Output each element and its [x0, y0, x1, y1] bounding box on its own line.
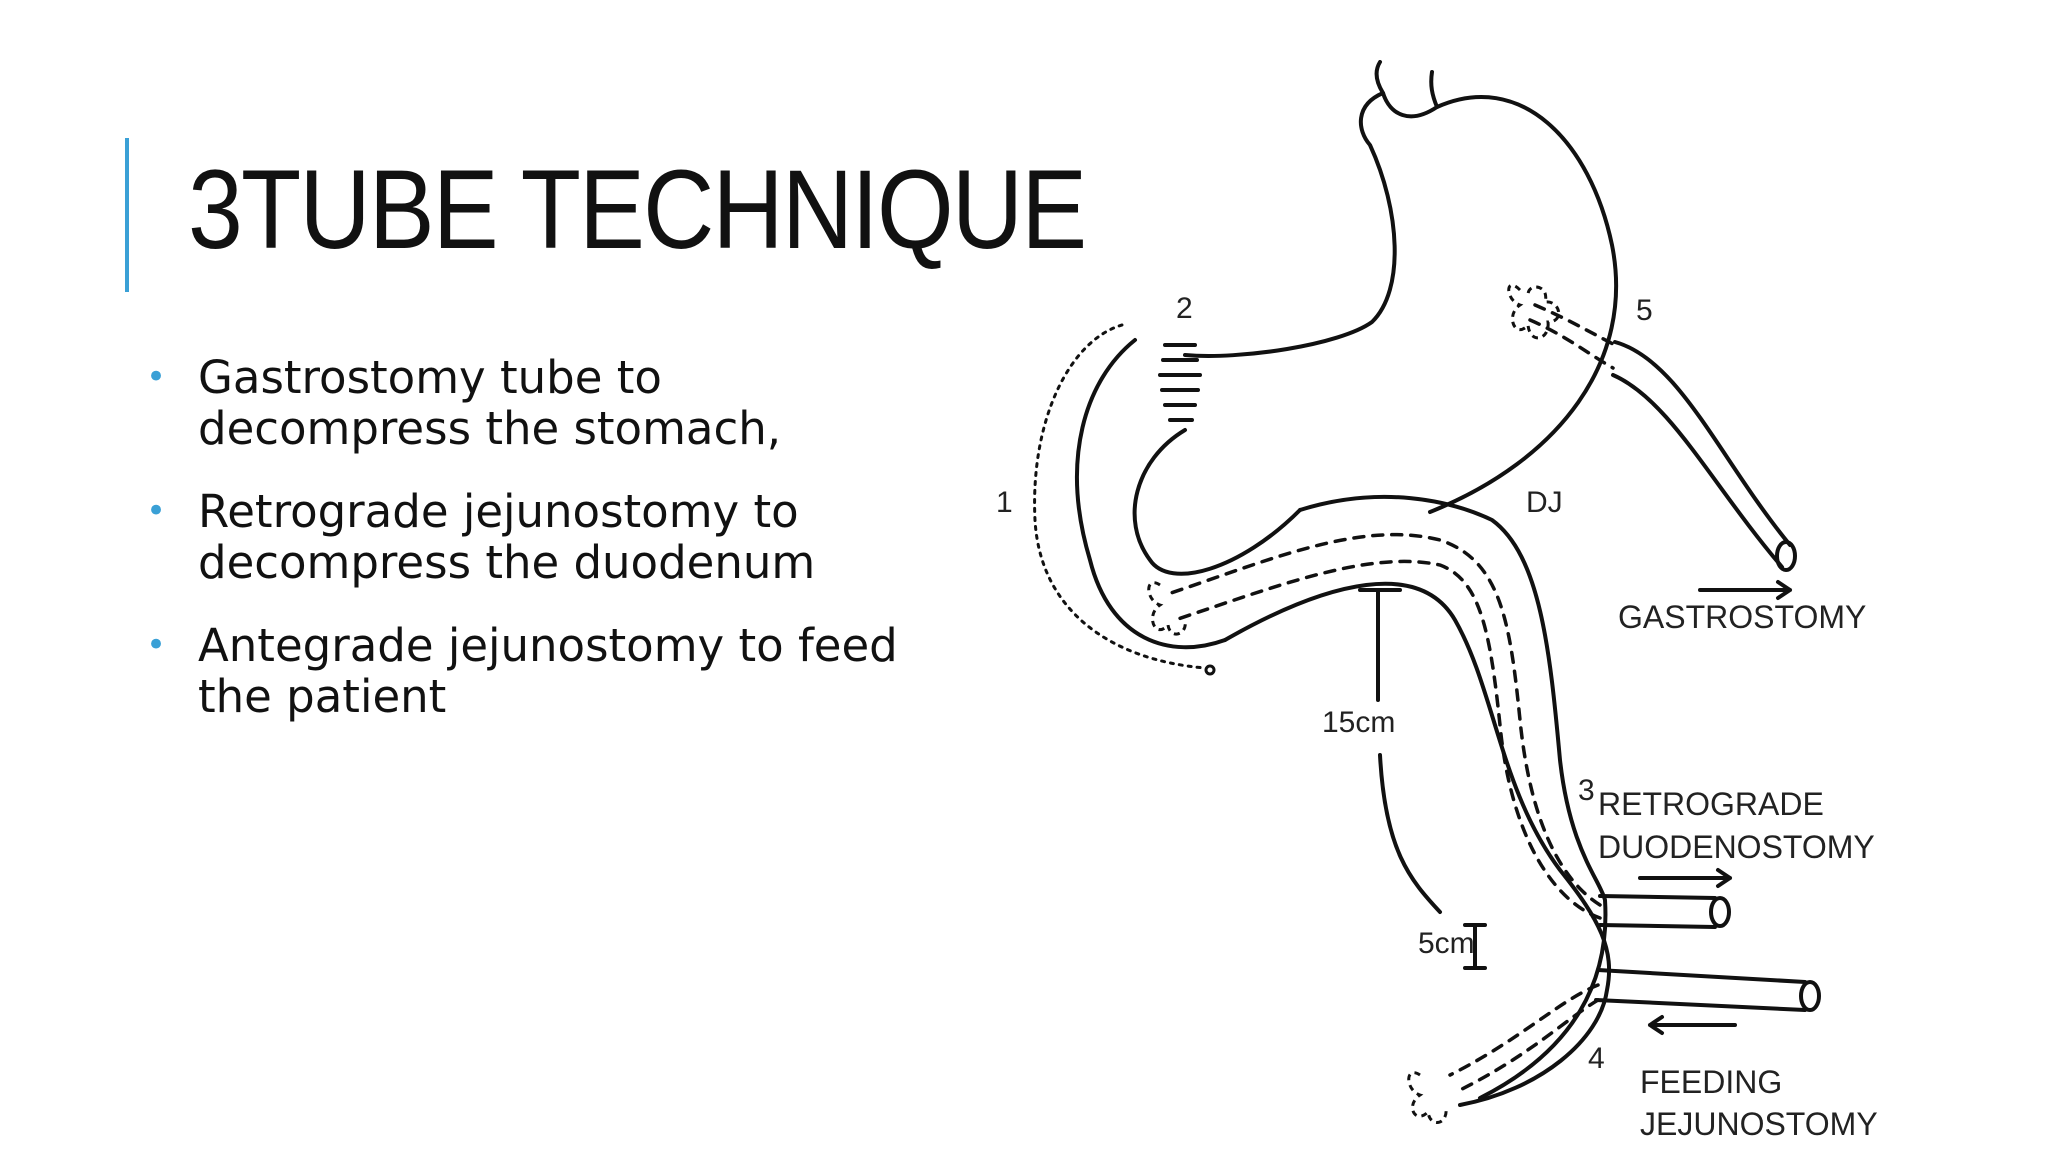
pylorus-sutures — [1158, 343, 1202, 422]
retrograde-tube — [1598, 894, 1717, 929]
bullet-item: • Retrograde jejunostomy to decompress t… — [146, 486, 946, 588]
label-gastrostomy: GASTROSTOMY — [1618, 599, 1866, 635]
retrograde-tube-end — [1709, 896, 1731, 928]
bullet-text: Gastrostomy tube to decompress the stoma… — [198, 351, 782, 455]
measure-5cm-line — [1463, 923, 1487, 970]
jejunal-mushroom-tip — [1407, 1071, 1448, 1124]
label-3: 3 — [1578, 774, 1595, 807]
retrograde-arrow — [1638, 868, 1732, 888]
bullet-text: Retrograde jejunostomy to decompress the… — [198, 485, 816, 589]
label-4: 4 — [1588, 1042, 1605, 1075]
label-5cm: 5cm — [1418, 927, 1475, 960]
label-1: 1 — [996, 486, 1013, 519]
gastrostomy-tube — [1611, 340, 1792, 569]
dotted-trajectory — [1033, 323, 1207, 670]
gastrostomy-tube-end — [1775, 540, 1797, 572]
bullet-dot-icon: • — [146, 357, 167, 397]
slide-title: 3TUBE TECHNIQUE — [188, 147, 1087, 272]
label-15cm: 15cm — [1322, 706, 1395, 739]
label-jejunostomy: JEJUNOSTOMY — [1640, 1106, 1878, 1142]
duodenal-mushroom-tip — [1147, 581, 1187, 636]
duodenum-outer — [1075, 338, 1227, 650]
bullet-item: • Antegrade jejunostomy to feed the pati… — [146, 620, 946, 722]
gastrostomy-tube-lumen-2 — [1528, 318, 1615, 370]
label-feeding: FEEDING — [1640, 1064, 1782, 1100]
feeding-tube — [1594, 968, 1807, 1012]
retrograde-tube-lumen-2 — [1173, 559, 1602, 920]
label-dj: DJ — [1526, 486, 1563, 519]
bullet-dot-icon: • — [146, 491, 167, 531]
esophagus — [1374, 60, 1439, 109]
label-2: 2 — [1176, 292, 1193, 325]
label-5: 5 — [1636, 294, 1653, 327]
feeding-tube-lumen-2 — [1458, 998, 1600, 1092]
measure-15cm-line — [1358, 588, 1402, 702]
dotted-trajectory-end — [1204, 664, 1216, 676]
feeding-tube-end — [1799, 980, 1821, 1012]
gastrostomy-tube-lumen — [1533, 303, 1617, 347]
retrograde-tube-lumen — [1163, 532, 1602, 907]
three-tube-diagram: 1 2 3 4 5 DJ GASTROSTOMY 15cm 5cm RETROG… — [996, 60, 1878, 1142]
gastrostomy-arrow — [1698, 580, 1792, 600]
feeding-arrow — [1648, 1015, 1737, 1035]
jejunum-lower — [1298, 494, 1608, 1100]
bullet-dot-icon: • — [146, 625, 167, 665]
jejunum-upper — [1223, 581, 1612, 1107]
gastric-mushroom-tip — [1507, 283, 1560, 340]
label-retrograde: RETROGRADE — [1598, 786, 1824, 822]
duodenum-inner — [1132, 428, 1302, 576]
feeding-tube-lumen — [1448, 983, 1600, 1077]
bullet-text: Antegrade jejunostomy to feed the patien… — [198, 619, 898, 723]
title-accent-bar — [125, 138, 129, 292]
stomach-outline — [1183, 91, 1619, 514]
bullet-list: • Gastrostomy tube to decompress the sto… — [146, 352, 946, 754]
measure-15cm-curve — [1378, 753, 1442, 914]
bullet-item: • Gastrostomy tube to decompress the sto… — [146, 352, 946, 454]
label-duodenostomy: DUODENOSTOMY — [1598, 829, 1875, 865]
